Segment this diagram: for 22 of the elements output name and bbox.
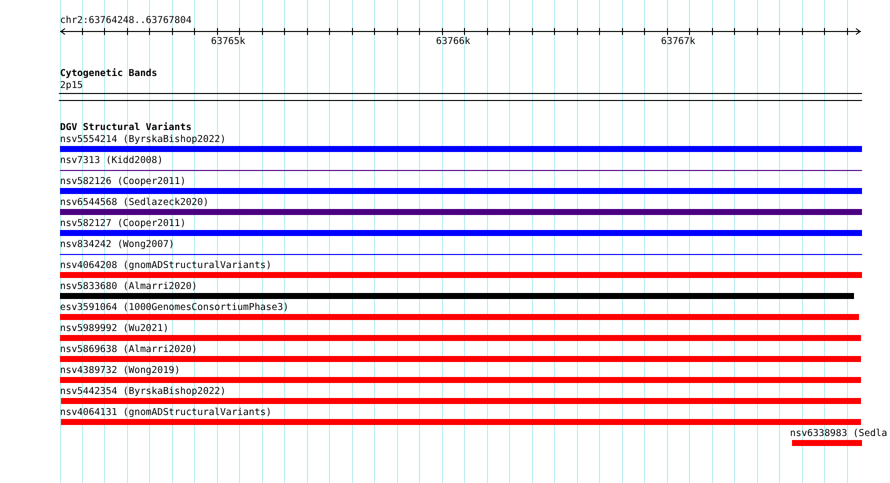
- variant-label: nsv582126 (Cooper2011): [60, 176, 186, 187]
- variant-label: nsv4389732 (Wong2019): [60, 365, 180, 376]
- variant-label: nsv4064131 (gnomADStructuralVariants): [60, 407, 272, 418]
- track-title: DGV Structural Variants: [60, 122, 192, 133]
- variant-label: nsv5554214 (ByrskaBishop2022): [60, 134, 226, 145]
- variant-label: nsv7313 (Kidd2008): [60, 155, 163, 166]
- locus-label: chr2:63764248..63767804: [60, 15, 192, 26]
- variant-label: nsv582127 (Cooper2011): [60, 218, 186, 229]
- variant-label: nsv5833680 (Almarri2020): [60, 281, 198, 292]
- variant-label: esv3591064 (1000GenomesConsortiumPhase3): [60, 302, 289, 313]
- band-label: 2p15: [60, 80, 83, 91]
- tick-label: 63767k: [661, 36, 696, 47]
- track-title: Cytogenetic Bands: [60, 68, 158, 79]
- variant-label: nsv834242 (Wong2007): [60, 239, 174, 250]
- variant-label: nsv5869638 (Almarri2020): [60, 344, 198, 355]
- variant-label: nsv5442354 (ByrskaBishop2022): [60, 386, 226, 397]
- variant-label: nsv5989992 (Wu2021): [60, 323, 169, 334]
- variant-label: nsv6544568 (Sedlazeck2020): [60, 197, 209, 208]
- tick-label: 63765k: [211, 36, 246, 47]
- variant-label: nsv6338983 (Sedla: [790, 428, 888, 439]
- variant-label: nsv4064208 (gnomADStructuralVariants): [60, 260, 272, 271]
- tick-label: 63766k: [436, 36, 470, 47]
